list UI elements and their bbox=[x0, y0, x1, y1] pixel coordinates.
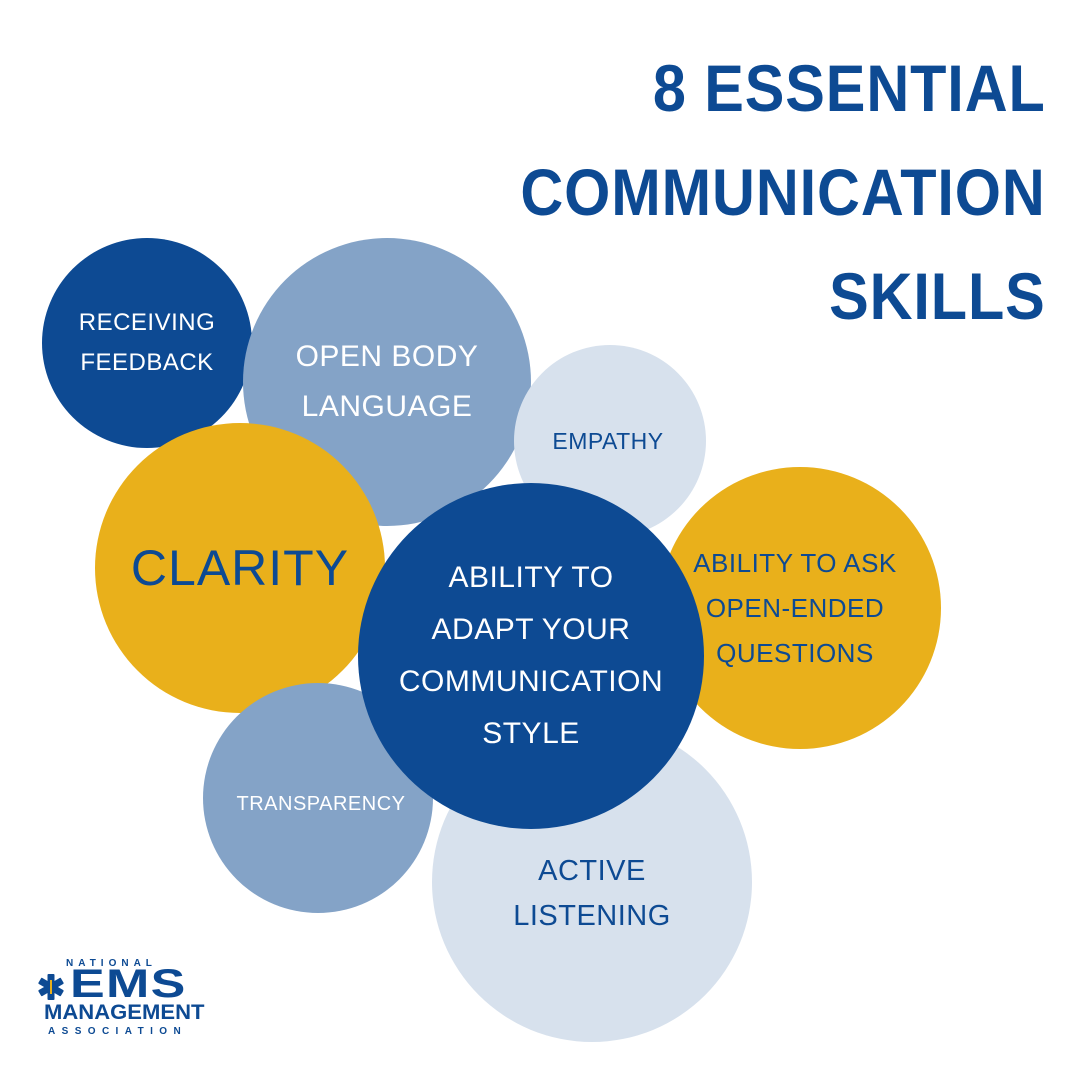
bubble-label-line: EMPATHY bbox=[552, 427, 664, 454]
nemsma-logo: NATIONAL EMS MANAGEMENT ASSOCIATION bbox=[36, 958, 241, 1044]
page-title: 8 ESSENTIAL COMMUNICATION SKILLS bbox=[521, 36, 1046, 348]
bubble-label-line: TRANSPARENCY bbox=[236, 792, 406, 815]
bubble-label-line: STYLE bbox=[482, 717, 580, 750]
bubble-label-line: ACTIVE bbox=[538, 855, 646, 887]
bubble-label-line: OPEN-ENDED bbox=[705, 592, 885, 623]
bubble-receiving-feedback: RECEIVING FEEDBACK bbox=[42, 238, 252, 448]
bubble-label-line: COMMUNICATION bbox=[398, 665, 664, 698]
title-line-3: SKILLS bbox=[829, 259, 1046, 333]
bubble-transparency: TRANSPARENCY bbox=[203, 683, 433, 913]
logo-bottom-text: ASSOCIATION bbox=[48, 1026, 188, 1037]
bubble-label-line: LANGUAGE bbox=[301, 390, 473, 423]
bubble-label-line: CLARITY bbox=[130, 540, 350, 596]
bubble-label-line: ABILITY TO ASK bbox=[693, 547, 897, 578]
bubble-label-line: ADAPT YOUR bbox=[431, 613, 631, 646]
bubble-label-line: OPEN BODY bbox=[295, 340, 479, 373]
star-of-life-icon bbox=[38, 974, 64, 1000]
bubble-label-line: QUESTIONS bbox=[716, 637, 874, 668]
bubble-clarity: CLARITY bbox=[95, 423, 385, 713]
logo-top-text: NATIONAL bbox=[66, 958, 157, 969]
bubble-adapt-communication-style: ABILITY TO ADAPT YOUR COMMUNICATION STYL… bbox=[358, 483, 704, 829]
bubble-label-line: ABILITY TO bbox=[448, 561, 614, 594]
title-line-1: 8 ESSENTIAL bbox=[653, 51, 1046, 125]
title-line-2: COMMUNICATION bbox=[520, 155, 1046, 229]
logo-main-text: EMS bbox=[70, 962, 187, 1006]
bubble-open-ended-questions: ABILITY TO ASK OPEN-ENDED QUESTIONS bbox=[659, 467, 941, 749]
logo-middle-text: MANAGEMENT bbox=[44, 1001, 205, 1024]
bubble-label-line: LISTENING bbox=[513, 900, 671, 932]
bubble-label-line: FEEDBACK bbox=[80, 349, 214, 376]
bubble-label-line: RECEIVING bbox=[78, 309, 216, 336]
